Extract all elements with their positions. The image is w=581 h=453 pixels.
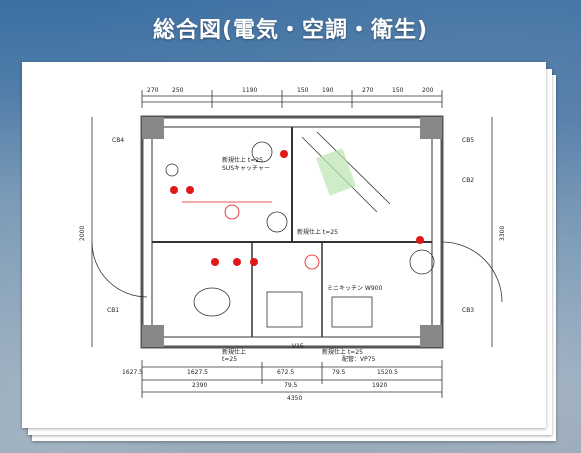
dim-b1-1: 1627.5: [187, 369, 208, 376]
note-finish-4: 新規仕上 t=25: [322, 348, 363, 356]
note-kitchen: ミニキッチン W900: [327, 285, 382, 292]
note-finish-3: 新規仕上: [222, 348, 246, 356]
dim-top-6: 150: [392, 87, 404, 94]
dim-b2-1: 79.5: [284, 382, 298, 389]
dim-b2-0: 2390: [192, 382, 207, 389]
note-finish-2: 新規仕上 t=25: [297, 228, 338, 236]
note-finish-1: 新規仕上 t=25: [222, 156, 263, 164]
dim-b1-0: 1627.5: [122, 369, 143, 376]
dim-top-7: 200: [422, 87, 434, 94]
page-title: 総合図(電気・空調・衛生): [152, 18, 429, 43]
label-cb3: CB3: [462, 307, 474, 314]
floor-plan-drawing: 新規仕上 t=25 SUSキャッチャー 新規仕上 t=25 ミニキッチン W90…: [79, 87, 506, 402]
dim-b2-2: 1920: [372, 382, 387, 389]
dim-top-2: 1190: [242, 87, 257, 94]
dim-top-1: 250: [172, 87, 184, 94]
dim-top-4: 190: [322, 87, 334, 94]
label-cb1: CB1: [107, 307, 119, 314]
label-cb5: CB5: [462, 137, 474, 144]
note-v15: V15: [292, 343, 304, 350]
dim-right: 3300: [499, 226, 506, 241]
note-finish-3b: t=25: [222, 356, 237, 363]
dim-b1-4: 1520.5: [377, 369, 398, 376]
note-piping: 配管：VP75: [342, 355, 376, 363]
dim-total: 4350: [287, 395, 302, 402]
dim-top-0: 270: [147, 87, 159, 94]
dim-b1-2: 672.5: [277, 369, 294, 376]
label-cb4: CB4: [112, 137, 124, 144]
dim-b1-3: 79.5: [332, 369, 346, 376]
dim-left: 2000: [79, 226, 86, 241]
dim-top-5: 270: [362, 87, 374, 94]
dim-top-3: 150: [297, 87, 309, 94]
label-cb2: CB2: [462, 177, 474, 184]
note-sus: SUSキャッチャー: [222, 165, 270, 172]
